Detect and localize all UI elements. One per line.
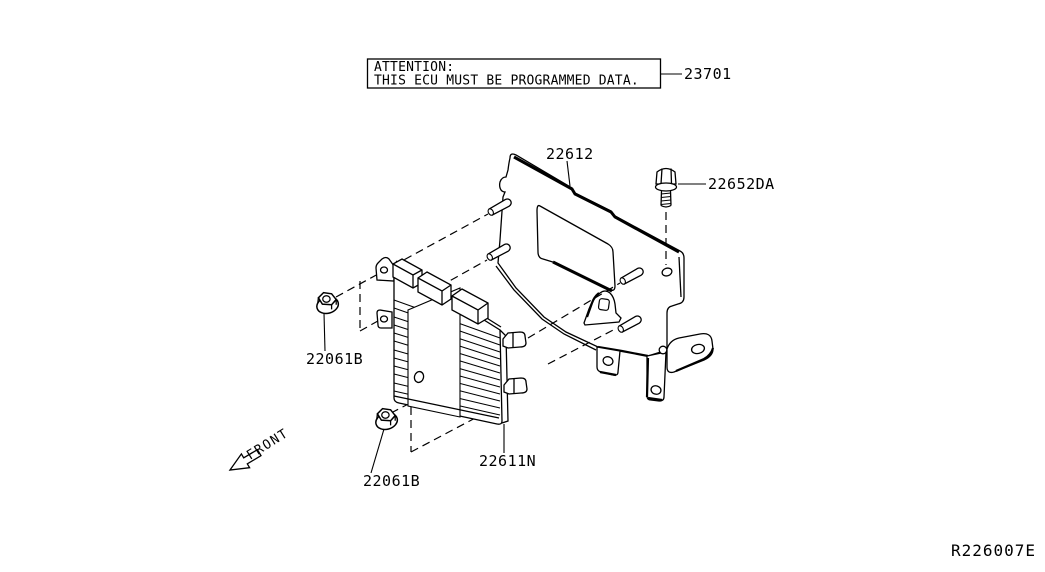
bracket-top-edge: [513, 155, 680, 254]
front-direction-arrow: [228, 448, 262, 471]
bracket-22612-drawing: [485, 153, 715, 402]
ecu-clip-upper-right: [502, 331, 527, 349]
ecu-connector-1: [392, 258, 423, 289]
hat-tab-shaded-edge: [585, 292, 600, 318]
bracket-lower-left-edge: [495, 265, 597, 351]
ecu-smooth-band: [407, 287, 461, 418]
part-label-22612[interactable]: 22612: [546, 145, 594, 163]
part-label-22652da[interactable]: 22652DA: [708, 175, 775, 193]
right-flange-shaded-edge: [675, 347, 715, 373]
attention-text-line1: ATTENTION:: [374, 60, 454, 75]
attention-text-line2: THIS ECU MUST BE PROGRAMMED DATA.: [374, 74, 639, 89]
flange-nut-lower-drawing: [373, 407, 400, 433]
part-label-22061b-lower[interactable]: 22061B: [363, 472, 420, 490]
ecu-tab-upper-hole: [379, 266, 389, 274]
ecu-connector-2: [417, 271, 452, 306]
ecu-right-side-edge: [499, 329, 509, 424]
right-flange-hole: [690, 343, 706, 355]
attention-box: ATTENTION: THIS ECU MUST BE PROGRAMMED D…: [366, 58, 732, 89]
ecu-bottom-lip: [393, 395, 500, 419]
ecu-connector-3: [451, 288, 489, 325]
part-label-23701[interactable]: 23701: [684, 65, 732, 83]
foot-middle-hole: [650, 385, 662, 395]
foot-left-hole: [602, 356, 614, 366]
attention-box-border: [366, 58, 662, 89]
leader-line-22061b-upper: [323, 312, 326, 352]
front-label: FRONT: [244, 426, 292, 463]
ecu-22611n-drawing: [375, 256, 528, 425]
part-callouts: 22612 22652DA 22061B 22061B 22611N: [306, 145, 775, 490]
leader-line-22612: [566, 160, 571, 187]
diagram-reference-code: R226007E: [951, 541, 1036, 560]
ecu-tab-lower-hole: [379, 315, 389, 323]
part-label-22061b-upper[interactable]: 22061B: [306, 350, 363, 368]
hat-tab-hole: [597, 298, 610, 311]
leader-line-22061b-lower: [370, 428, 385, 474]
ecu-clip-notches: [512, 332, 515, 393]
foot-middle-shaded-edge: [645, 357, 663, 402]
plate-small-hole: [658, 345, 668, 355]
ecu-band-hole: [413, 370, 425, 384]
part-label-22611n[interactable]: 22611N: [479, 452, 536, 470]
front-indicator: FRONT: [228, 426, 292, 471]
window-bottom-edge: [552, 260, 613, 293]
ecu-clip-lower-right: [503, 377, 528, 395]
bracket-right-flange: [666, 333, 714, 374]
bracket-right-edge-inner: [678, 256, 682, 298]
bolt-hole: [661, 267, 673, 277]
foot-left-shaded-edge: [599, 370, 617, 377]
flange-bolt-drawing: [654, 167, 678, 208]
